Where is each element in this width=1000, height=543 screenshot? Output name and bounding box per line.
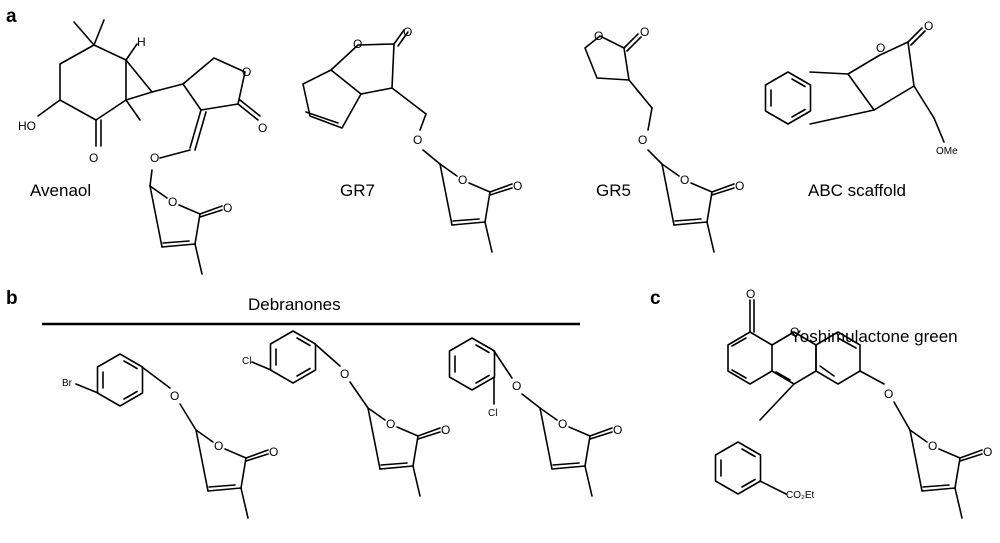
structure-debranone-bromo: Br O: [62, 353, 280, 519]
debranone-ortho-chloro-chlorine: Cl: [488, 408, 497, 419]
gr7-ether-oxygen: O: [413, 133, 422, 147]
avenaol-lactone-carbonyl-oxygen: O: [258, 121, 267, 135]
debranone-para-chloro-ether-oxygen: O: [340, 367, 349, 381]
structure-gr5: O O O: [584, 25, 746, 253]
yoshimulactone-ring-oxygen: O: [790, 325, 799, 339]
abc-carbonyl-oxygen: O: [924, 19, 933, 33]
gr7-carbonyl-oxygen: O: [403, 25, 412, 39]
debranone-para-chloro-chlorine: Cl: [242, 356, 251, 367]
group-label-debranones: Debranones: [248, 295, 341, 314]
compound-label-gr5: GR5: [596, 181, 631, 200]
debranone-bromo-bromine: Br: [62, 378, 73, 389]
avenaol-hydroxyl: HO: [18, 119, 36, 133]
structure-abc-scaffold: O O OMe: [764, 19, 958, 157]
structure-debranone-para-chloro: Cl O: [242, 330, 452, 497]
compound-label-yoshimulactone-green: Yoshimulactone green: [790, 327, 958, 346]
gr5-ring-oxygen: O: [594, 29, 603, 43]
yoshimulactone-ester-group: CO₂Et: [786, 490, 815, 501]
avenaol-ketone-oxygen: O: [89, 151, 98, 165]
panel-label-b: b: [6, 288, 18, 309]
panel-label-a: a: [6, 6, 17, 27]
avenaol-ether-oxygen: O: [150, 151, 159, 165]
structure-gr7: O O O: [302, 25, 524, 253]
gr5-carbonyl-oxygen: O: [640, 25, 649, 39]
compound-label-avenaol: Avenaol: [30, 181, 91, 200]
avenaol-ring-oxygen: O: [242, 65, 251, 79]
compound-label-gr7: GR7: [340, 181, 375, 200]
structure-yoshimulactone-green: O O O CO₂Et: [714, 287, 994, 519]
gr5-ether-oxygen: O: [638, 133, 647, 147]
avenaol-hydrogen: H: [137, 35, 146, 49]
yoshimulactone-ether-oxygen: O: [884, 387, 893, 401]
compound-label-abc-scaffold: ABC scaffold: [808, 181, 906, 200]
debranone-bromo-ether-oxygen: O: [170, 389, 179, 403]
structure-debranone-ortho-chloro: Cl O: [448, 337, 624, 497]
yoshimulactone-carbonyl-oxygen: O: [746, 287, 755, 301]
gr7-ring-oxygen: O: [353, 37, 362, 51]
panel-label-c: c: [650, 288, 661, 309]
structure-avenaol: O O HO O H O: [18, 19, 267, 275]
abc-methoxy: OMe: [936, 146, 958, 157]
abc-ring-oxygen: O: [876, 41, 885, 55]
debranone-ortho-chloro-ether-oxygen: O: [512, 379, 521, 393]
